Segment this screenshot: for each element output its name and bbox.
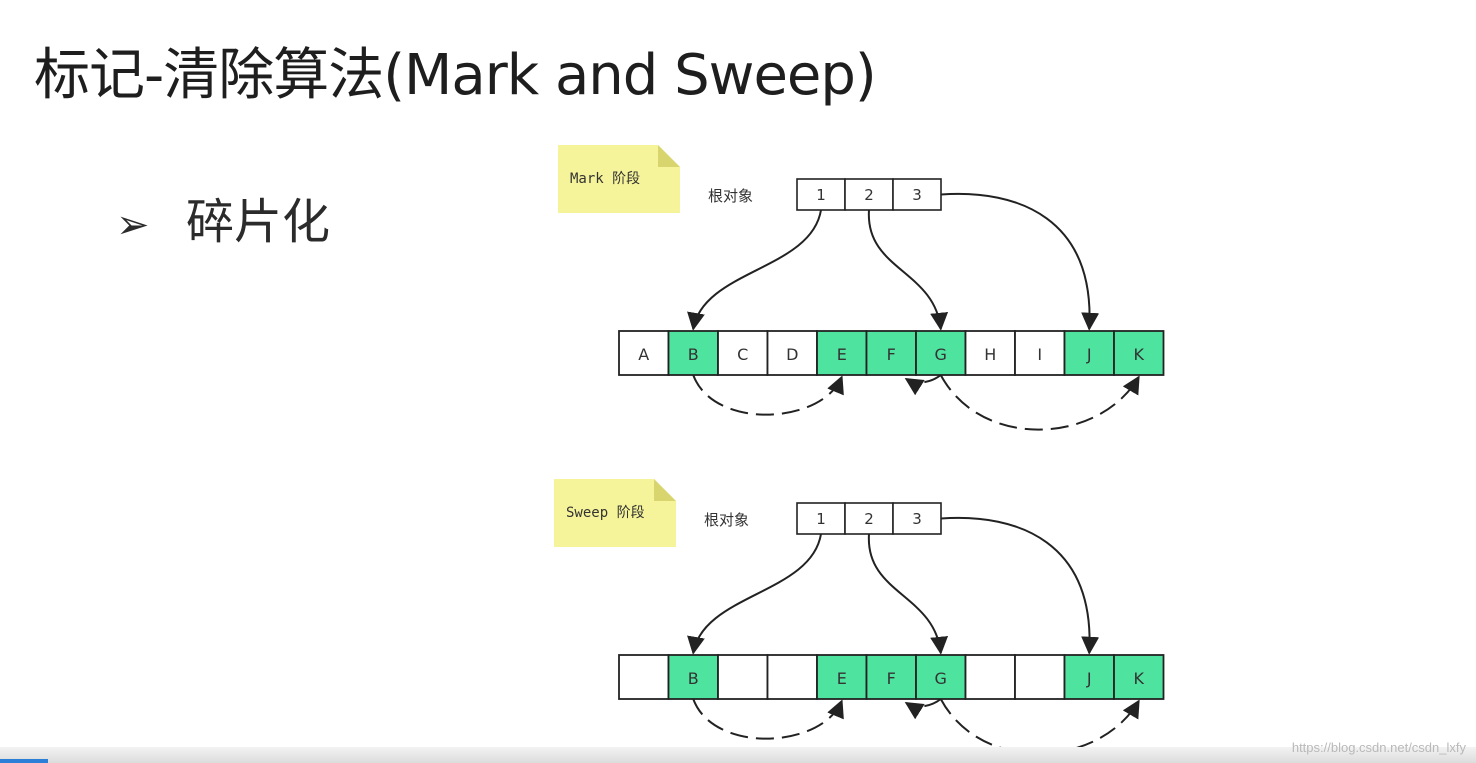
root-cell xyxy=(844,178,894,211)
heap-cell-label: C xyxy=(737,345,748,364)
heap-cell-label: K xyxy=(1134,345,1145,364)
heap-cell xyxy=(1014,330,1066,376)
sticky-note xyxy=(558,145,680,213)
heap-cell-label: K xyxy=(1134,669,1145,688)
heap-cell xyxy=(964,654,1016,700)
root-cell-label: 2 xyxy=(864,510,874,528)
heap-cell xyxy=(766,654,818,700)
internal-reference-arrow xyxy=(904,698,942,720)
heap-cell xyxy=(865,330,917,376)
page-title: 标记-清除算法(Mark and Sweep) xyxy=(34,43,877,108)
heap-cell-label: J xyxy=(1086,345,1092,364)
root-cell-label: 2 xyxy=(864,186,874,204)
heap-cell xyxy=(816,330,868,376)
sticky-note-fold xyxy=(654,479,676,501)
heap-cell-label: B xyxy=(688,669,699,688)
reference-arrow xyxy=(940,516,1100,655)
heap-cell xyxy=(1113,654,1165,700)
heap-cell-label: E xyxy=(837,345,847,364)
heap-cell-label: F xyxy=(887,669,896,688)
heap-cell xyxy=(1113,330,1165,376)
heap-cell-label: J xyxy=(1086,669,1092,688)
root-cell-label: 3 xyxy=(912,510,922,528)
watermark: https://blog.csdn.net/csdn_lxfy xyxy=(1291,740,1466,755)
reference-arrow xyxy=(867,533,949,655)
root-cell xyxy=(892,502,942,535)
heap-cell xyxy=(717,330,769,376)
sticky-note-fold xyxy=(658,145,680,167)
heap-cell xyxy=(667,654,719,700)
heap-cell-label: F xyxy=(887,345,896,364)
heap-cell-label: G xyxy=(935,669,947,688)
heap-cell-label: H xyxy=(984,345,996,364)
reference-arrow xyxy=(687,533,822,655)
heap-cell-label: A xyxy=(638,345,649,364)
root-cell xyxy=(844,502,894,535)
root-cell-label: 3 xyxy=(912,186,922,204)
bottom-accent xyxy=(0,759,48,763)
root-label: 根对象 xyxy=(708,187,753,205)
bottom-bar xyxy=(0,747,1476,763)
reference-arrow xyxy=(940,192,1100,331)
phase-label: Mark 阶段 xyxy=(570,171,640,187)
heap-cell-label: G xyxy=(935,345,947,364)
internal-reference-arrow xyxy=(904,374,942,396)
root-cell-label: 1 xyxy=(816,510,826,528)
internal-reference-arrow xyxy=(692,698,844,740)
heap-cell-label: E xyxy=(837,669,847,688)
heap-cell xyxy=(618,654,670,700)
heap-cell-label: B xyxy=(688,345,699,364)
heap-cell-label: I xyxy=(1037,345,1042,364)
heap-cell-label: D xyxy=(786,345,798,364)
heap-cell xyxy=(766,330,818,376)
heap-cell xyxy=(667,330,719,376)
heap-cell xyxy=(1063,330,1115,376)
panel-1: Sweep 阶段 根对象 1 2 3B E F G J K xyxy=(554,479,1165,755)
heap-cell xyxy=(1014,654,1066,700)
bullet-item: ➢ 碎片化 xyxy=(116,182,330,252)
bullet-text: 碎片化 xyxy=(186,194,331,250)
internal-reference-arrow xyxy=(939,698,1140,755)
heap-cell xyxy=(618,330,670,376)
root-cell xyxy=(796,178,846,211)
root-label: 根对象 xyxy=(704,511,749,529)
phase-label: Sweep 阶段 xyxy=(566,505,645,521)
heap-cell xyxy=(816,654,868,700)
reference-arrow xyxy=(687,209,822,331)
root-cell-label: 1 xyxy=(816,186,826,204)
internal-reference-arrow xyxy=(692,374,844,416)
bullet-arrow-icon: ➢ xyxy=(116,202,150,248)
sticky-note xyxy=(554,479,676,547)
heap-cell xyxy=(1063,654,1115,700)
internal-reference-arrow xyxy=(939,374,1140,431)
reference-arrow xyxy=(867,209,949,331)
heap-cell xyxy=(717,654,769,700)
